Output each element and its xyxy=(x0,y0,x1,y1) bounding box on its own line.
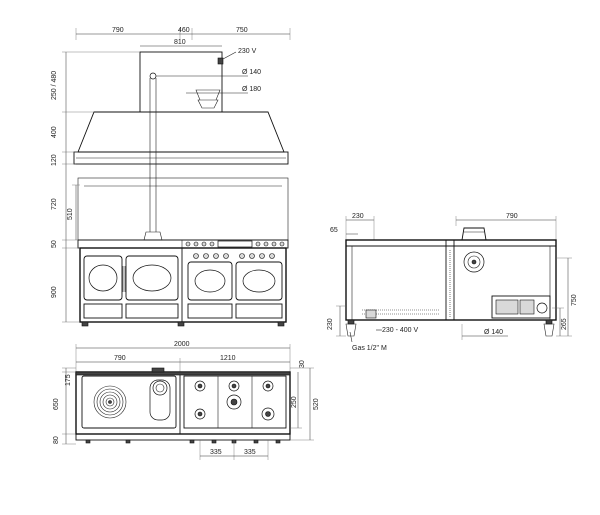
rear-vent-grill xyxy=(362,250,451,318)
height-250-480: 250 / 480 xyxy=(51,71,58,100)
top-height-650: 650 xyxy=(53,398,60,410)
oven-door-left-2 xyxy=(125,255,179,301)
oven-door-right-2 xyxy=(235,261,283,301)
height-720: 720 xyxy=(51,198,58,210)
oven-door-right-1 xyxy=(187,261,233,301)
top-height-175: 175 xyxy=(65,374,72,386)
burner-spacing-1: 335 xyxy=(210,449,222,456)
control-knobs xyxy=(193,253,275,259)
top-width-790: 790 xyxy=(112,27,124,34)
hood-outlet xyxy=(195,89,221,109)
top-width-750: 750 xyxy=(236,27,248,34)
rear-flue-140: Ø 140 xyxy=(484,329,503,336)
rear-electrical-box xyxy=(365,309,377,319)
hot-plate xyxy=(93,385,127,419)
top-height-30: 30 xyxy=(299,360,306,368)
top-view-back-strip xyxy=(75,371,291,376)
rear-height-750: 750 xyxy=(571,294,578,306)
top-width-1210: 1210 xyxy=(220,355,236,362)
drawer-right-2 xyxy=(235,303,283,319)
height-400: 400 xyxy=(51,126,58,138)
hood-voltage: 230 V xyxy=(238,48,257,55)
rear-flue-cap xyxy=(461,227,487,241)
burner-spacing-2: 335 xyxy=(244,449,256,456)
rear-height-265: 265 xyxy=(561,318,568,330)
rear-offset-65: 65 xyxy=(330,227,338,234)
drawer-left-1 xyxy=(83,303,123,319)
height-900: 900 xyxy=(51,286,58,298)
knob-strip xyxy=(185,240,285,248)
top-view: 2000 790 1210 xyxy=(53,341,320,460)
top-height-250: 250 xyxy=(291,396,298,408)
rear-gas: Gas 1/2" M xyxy=(352,345,387,352)
rear-body xyxy=(345,239,557,321)
height-510: 510 xyxy=(67,208,74,220)
flue-width-810: 810 xyxy=(174,39,186,46)
total-width-2000: 2000 xyxy=(174,341,190,348)
flue-housing xyxy=(139,51,223,113)
rear-dim-230: 230 xyxy=(352,213,364,220)
rear-dim-790: 790 xyxy=(506,213,518,220)
pipe-180-label: Ø 180 xyxy=(242,86,261,93)
top-width-790-b: 790 xyxy=(114,355,126,362)
hood-trim xyxy=(73,151,289,165)
rear-height-230: 230 xyxy=(327,318,334,330)
top-view-body xyxy=(75,371,291,435)
height-50: 50 xyxy=(51,240,58,248)
rear-view: 230 790 65 230 - 400 V xyxy=(327,213,578,352)
gas-burners xyxy=(194,380,275,421)
pipe-140-label: Ø 140 xyxy=(242,69,261,76)
rear-voltage: 230 - 400 V xyxy=(382,327,419,334)
rear-ash-box xyxy=(491,295,551,319)
hood-electrical-box xyxy=(217,57,224,65)
front-view: 790 460 750 810 230 V Ø 140 Ø 180 xyxy=(51,27,291,327)
height-120: 120 xyxy=(51,154,58,166)
oven-door-left-1 xyxy=(83,255,123,301)
drawer-left-2 xyxy=(125,303,179,319)
back-panel xyxy=(77,177,289,241)
top-height-80: 80 xyxy=(53,436,60,444)
drawer-right-1 xyxy=(187,303,233,319)
front-knobs xyxy=(85,439,281,444)
top-width-460: 460 xyxy=(178,27,190,34)
top-height-520: 520 xyxy=(313,398,320,410)
range-hood xyxy=(77,111,285,153)
